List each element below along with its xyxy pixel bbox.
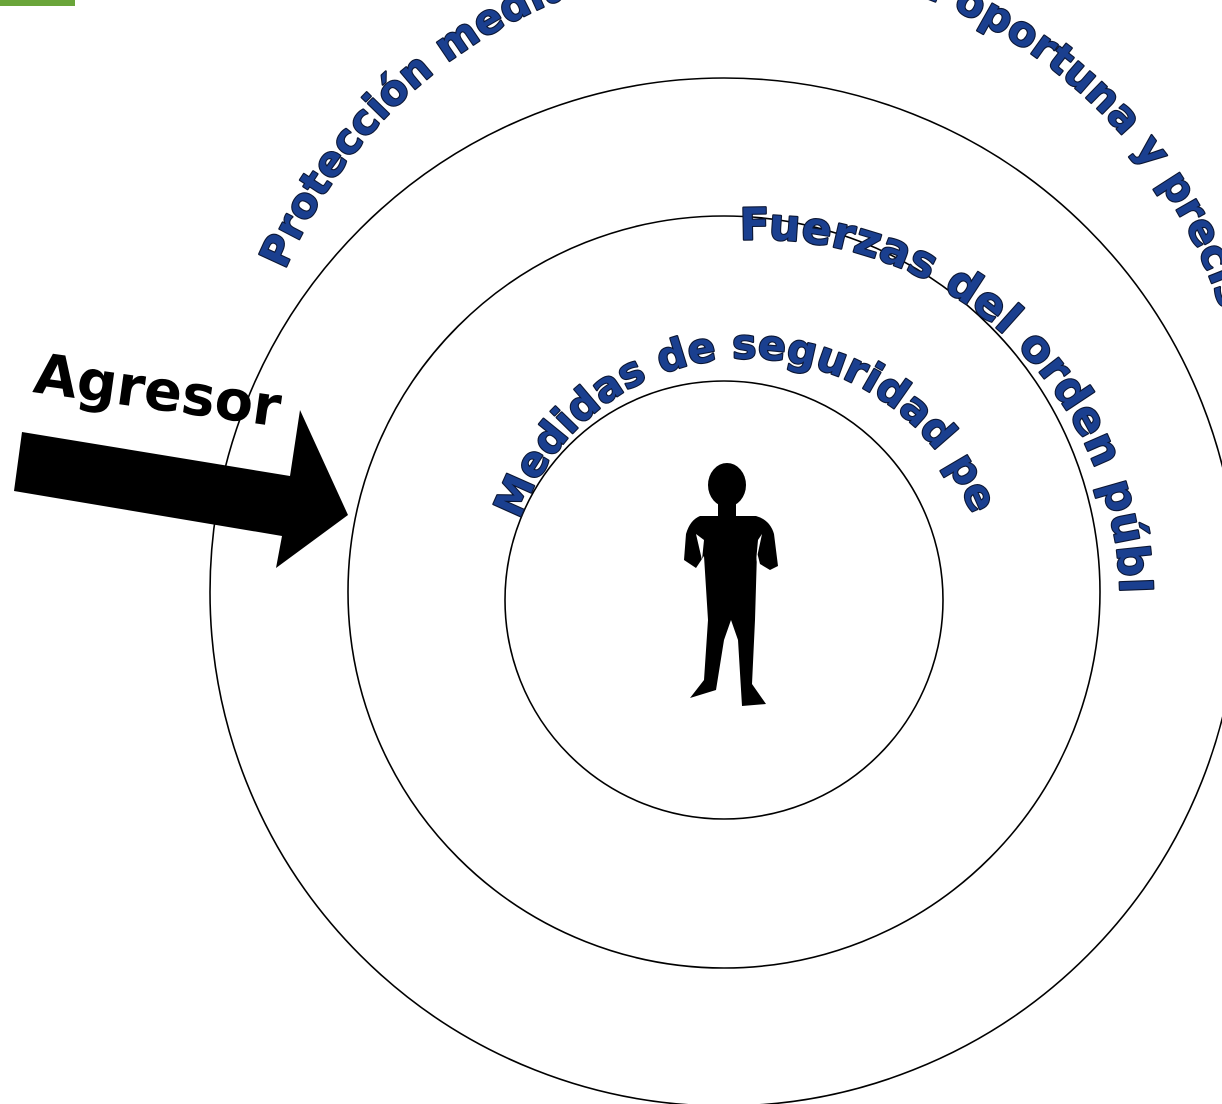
aggressor-label: Agresor: [30, 341, 285, 440]
outer-ring-label: Protección mediante información oportuna…: [250, 0, 1222, 340]
arrow-right-icon: [14, 410, 348, 568]
outer-ring: [209, 77, 1222, 1104]
inner-ring: [504, 380, 944, 820]
person-silhouette-icon: [684, 463, 778, 706]
accent-mark: [0, 0, 75, 6]
middle-ring: [347, 215, 1101, 969]
